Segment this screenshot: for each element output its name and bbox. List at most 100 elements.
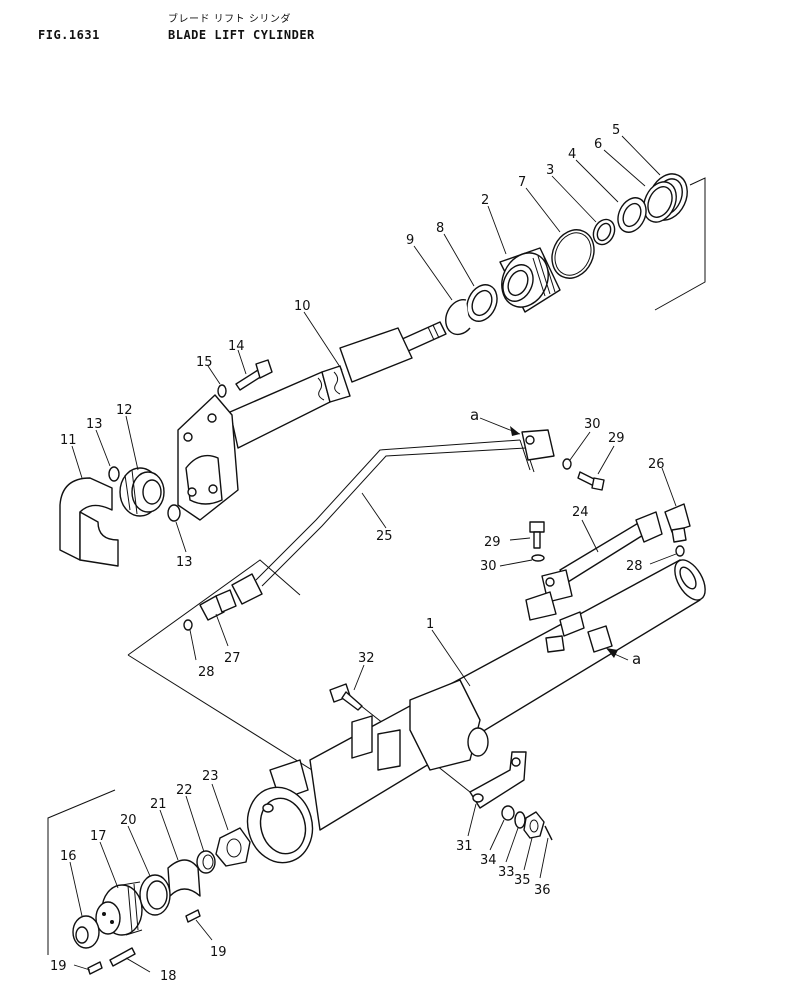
part-29-bolt-lower [529, 521, 545, 549]
top-group-bracket [654, 177, 706, 311]
part-29-bolt-upper [577, 471, 605, 491]
callout-19-right: 19 [210, 945, 227, 960]
callout-4: 4 [568, 147, 576, 162]
callout-2: 2 [481, 193, 489, 208]
part-21-band [167, 859, 201, 897]
callout-30-bottom: 30 [480, 559, 497, 574]
part-20-packing [139, 874, 171, 916]
callout-12: 12 [116, 403, 133, 418]
callout-21: 21 [150, 797, 167, 812]
ref-a-bottom: a [632, 650, 641, 668]
part-32-bolt [329, 683, 363, 711]
callout-13-bottom: 13 [176, 555, 193, 570]
callout-26: 26 [648, 457, 665, 472]
part-33-washer [514, 811, 526, 829]
callout-15: 15 [196, 355, 213, 370]
part-7-o-ring [551, 229, 595, 279]
part-3-bushing [592, 218, 616, 246]
part-26-elbow [664, 503, 691, 543]
part-13-ring-top [108, 466, 120, 482]
front-group-bracket [47, 789, 116, 955]
part-25-tube-2 [261, 447, 527, 587]
part-22-bushing [196, 850, 216, 874]
hose-end-fitting [231, 573, 263, 605]
rod-end-eye [177, 394, 239, 521]
title-english: BLADE LIFT CYLINDER [168, 28, 315, 42]
callout-30-top: 30 [584, 417, 601, 432]
part-24-tube [541, 511, 663, 603]
callout-labels: 5 6 4 3 7 2 8 9 10 14 15 12 13 11 13 25 … [50, 123, 665, 982]
callout-32: 32 [358, 651, 375, 666]
callout-20: 20 [120, 813, 137, 828]
rear-group-bracket-2 [127, 559, 301, 656]
part-13-ring-bottom [167, 504, 181, 522]
callout-36: 36 [534, 883, 551, 898]
part-36-pin [544, 825, 553, 841]
callout-22: 22 [176, 783, 193, 798]
part-9-snap-ring [445, 299, 471, 336]
callout-28-right: 28 [626, 559, 643, 574]
callout-25: 25 [376, 529, 393, 544]
callout-19-bottom: 19 [50, 959, 67, 974]
callout-31: 31 [456, 839, 473, 854]
part-35-nut [523, 811, 545, 839]
callout-35: 35 [514, 873, 531, 888]
callout-6: 6 [594, 137, 602, 152]
part-19-pin-right [185, 909, 201, 923]
part-7-o-ring-inner [554, 232, 592, 276]
leader-lines [69, 135, 677, 973]
callout-27: 27 [224, 651, 241, 666]
callout-3: 3 [546, 163, 554, 178]
part-14-bolt [235, 359, 273, 391]
callout-23: 23 [202, 769, 219, 784]
callout-33: 33 [498, 865, 515, 880]
callout-13-top: 13 [86, 417, 103, 432]
figure-number: FIG.1631 [38, 28, 100, 42]
callout-5: 5 [612, 123, 620, 138]
part-15-washer [217, 384, 227, 398]
rear-group-bracket [127, 654, 321, 776]
callout-16: 16 [60, 849, 77, 864]
callout-7: 7 [518, 175, 526, 190]
callout-14: 14 [228, 339, 245, 354]
part-12-bearing [119, 467, 165, 517]
bracket-plate [351, 715, 401, 771]
part-28-o-ring-right [675, 545, 685, 557]
callout-17: 17 [90, 829, 107, 844]
part-4-bushing [617, 197, 647, 233]
callout-29-bottom: 29 [484, 535, 501, 550]
part-8-packing [466, 284, 498, 322]
part-25-tube [255, 439, 521, 581]
part-16-ring [72, 915, 100, 949]
title-japanese: ブレード リフト シリンダ [168, 14, 291, 25]
part-30-washer-upper [562, 458, 572, 470]
elbow-a-top [521, 429, 555, 461]
part-34-spacer [501, 805, 515, 821]
ref-a-top: a [470, 406, 479, 424]
part-1-cylinder-tube [246, 559, 706, 864]
part-23-nut [215, 827, 251, 867]
callout-1: 1 [426, 617, 434, 632]
callout-24: 24 [572, 505, 589, 520]
part-31-bracket [469, 751, 527, 809]
part-2-cylinder-head [499, 247, 561, 313]
part-18-pin [109, 947, 136, 967]
part-10-piston-rod [229, 321, 447, 449]
part-27-connector [199, 589, 237, 621]
callout-10: 10 [294, 299, 311, 314]
part-30-washer-lower [531, 554, 545, 562]
callout-34: 34 [480, 853, 497, 868]
callout-9: 9 [406, 233, 414, 248]
callout-18: 18 [160, 969, 177, 982]
callout-8: 8 [436, 221, 444, 236]
part-11-cap [59, 477, 119, 567]
part-6-ring [643, 181, 677, 223]
callout-11: 11 [60, 433, 77, 448]
callout-28-left: 28 [198, 665, 215, 680]
part-28-o-ring-left [183, 619, 193, 631]
callout-29-top: 29 [608, 431, 625, 446]
part-17-piston [95, 881, 143, 936]
part-19-pin-bottom [87, 961, 103, 975]
